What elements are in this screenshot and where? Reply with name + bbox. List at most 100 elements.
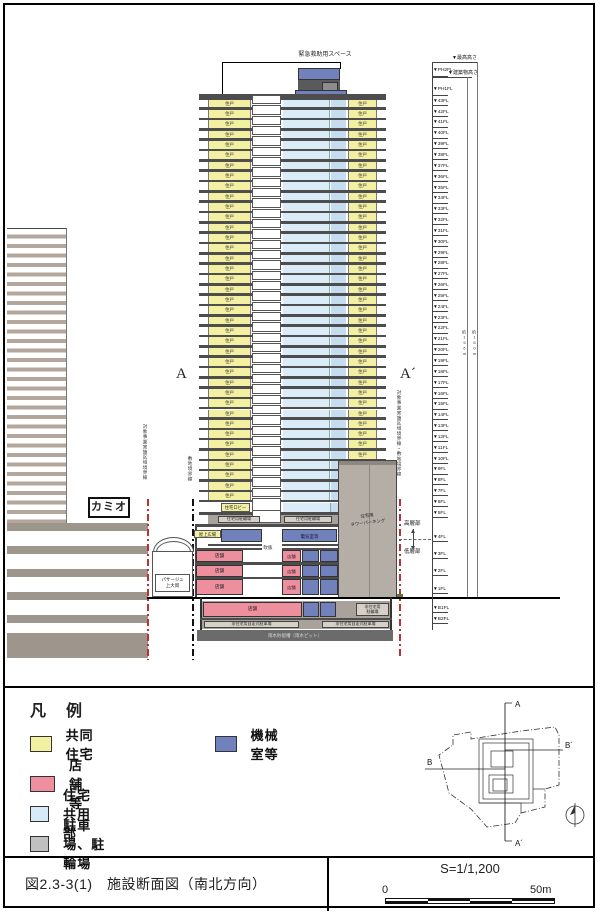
level-max-height: ▼最高高さ <box>452 55 477 61</box>
level-tick <box>432 245 448 247</box>
core-box <box>252 177 281 187</box>
legend-swatch <box>30 835 50 852</box>
unit-cell-right: 住戸 <box>348 419 377 428</box>
machine-cell <box>302 564 319 577</box>
level-tick <box>432 484 448 486</box>
level-tick <box>432 430 448 432</box>
core-box <box>252 404 281 415</box>
unit-cell-left: 住戸 <box>208 213 251 221</box>
level-column-line <box>432 62 433 630</box>
core-box <box>252 415 281 425</box>
dim-line-max <box>477 62 478 597</box>
level-label: ▼14FL <box>433 413 449 419</box>
unit-cell-left: 住戸 <box>208 450 251 459</box>
unit-cell-right: 住戸 <box>348 151 377 159</box>
level-tick <box>432 441 448 443</box>
unit-cell-right: 住戸 <box>348 306 377 314</box>
unit-cell-left: 住戸 <box>208 109 251 118</box>
passage-label-line1: パサージュ <box>161 577 184 583</box>
bicycle-label-left: 住宅用駐輪場 <box>218 515 260 523</box>
unit-cell-left: 住戸 <box>208 337 251 345</box>
kamio-building-podium <box>7 633 148 658</box>
keymap-core-1 <box>490 750 514 768</box>
level-label: ▼16FL <box>433 391 449 397</box>
shop-cell-left: 店舗 <box>196 550 243 562</box>
floor-slab <box>199 179 386 183</box>
unit-cell-left: 住戸 <box>208 471 251 480</box>
floor-slab <box>199 127 386 131</box>
slab-b1 <box>200 618 392 620</box>
core-box <box>252 115 281 125</box>
common-area-2 <box>331 295 346 304</box>
keymap-north-needle <box>570 805 575 815</box>
core-box <box>252 125 281 136</box>
level-label: ▼7FL <box>433 489 447 495</box>
floor-slab <box>199 448 386 451</box>
level-label: ▼34FL <box>433 196 449 202</box>
floor-slab <box>199 210 386 214</box>
core-box <box>252 466 281 477</box>
b1-machine-1 <box>303 602 319 617</box>
unit-cell-right: 住戸 <box>348 182 377 190</box>
common-area <box>283 419 330 428</box>
core-box <box>252 249 281 260</box>
boundary-project-label: 対象事業実施区域境界線 <box>143 424 148 481</box>
scale-zero: 0 <box>382 884 389 896</box>
level-label: ▼17FL <box>433 380 449 386</box>
level-label: ▼27FL <box>433 272 449 278</box>
unit-cell-left: 住戸 <box>208 357 251 366</box>
keymap-label-b-prime: B´ <box>565 741 573 750</box>
level-tick <box>432 332 448 334</box>
floor-slab <box>199 117 386 121</box>
floor-slab <box>199 303 386 307</box>
level-tick <box>432 321 448 323</box>
unit-cell-left: 住戸 <box>208 285 251 294</box>
level-tick <box>432 462 448 464</box>
project-boundary-line-right <box>399 499 401 658</box>
core-box <box>252 136 281 146</box>
rescue-space-label: 緊急救助用スペース <box>298 52 352 58</box>
core-box <box>252 156 281 167</box>
highrise-divider-dash <box>399 539 431 540</box>
core-box <box>252 384 281 394</box>
level-label: ▼32FL <box>433 218 449 224</box>
level-label: ▼26FL <box>433 283 449 289</box>
site-boundary-line-left <box>192 499 194 660</box>
unit-cell-right: 住戸 <box>348 316 377 325</box>
unit-cell-left: 住戸 <box>208 264 251 273</box>
common-area <box>283 109 330 118</box>
common-area-2 <box>331 399 346 407</box>
common-area-2 <box>331 192 346 201</box>
core-box <box>252 425 281 435</box>
common-area <box>283 481 330 490</box>
core-box <box>252 394 281 404</box>
unit-cell-right: 住戸 <box>348 109 377 118</box>
level-tick <box>432 386 448 388</box>
unit-cell-right: 住戸 <box>348 357 377 366</box>
highrise-arrow-line <box>413 529 414 548</box>
unit-cell-left: 住戸 <box>208 409 251 418</box>
unit-cell-left: 住戸 <box>208 368 251 376</box>
unit-cell-right: 住戸 <box>348 409 377 418</box>
core-box <box>252 332 281 342</box>
electric-room-right: 電気室等 <box>282 529 337 542</box>
kamio-label: カミオ <box>88 497 130 518</box>
core-box <box>252 95 281 105</box>
pit-band: 雨水貯留槽（雨水ピット） <box>197 630 393 641</box>
level-label: ▼28FL <box>433 261 449 267</box>
floor-slab <box>199 324 386 327</box>
level-tick <box>432 575 448 576</box>
nonres-bicycle-line2: 駐輪場 <box>366 608 379 614</box>
unit-cell-right: 住戸 <box>348 378 377 387</box>
level-tick <box>432 473 448 475</box>
roof-slab <box>199 94 386 97</box>
unit-cell-left: 住戸 <box>208 347 251 356</box>
b1-shop: 店舗 <box>203 602 302 617</box>
legend-item: 機械室等 <box>215 725 281 763</box>
level-tick <box>432 170 448 172</box>
level-label: ▼36FL <box>433 174 449 180</box>
building-height-line <box>432 77 472 78</box>
shop-slab <box>195 576 338 579</box>
level-tick <box>432 180 448 182</box>
level-label: ▼25FL <box>433 293 449 299</box>
